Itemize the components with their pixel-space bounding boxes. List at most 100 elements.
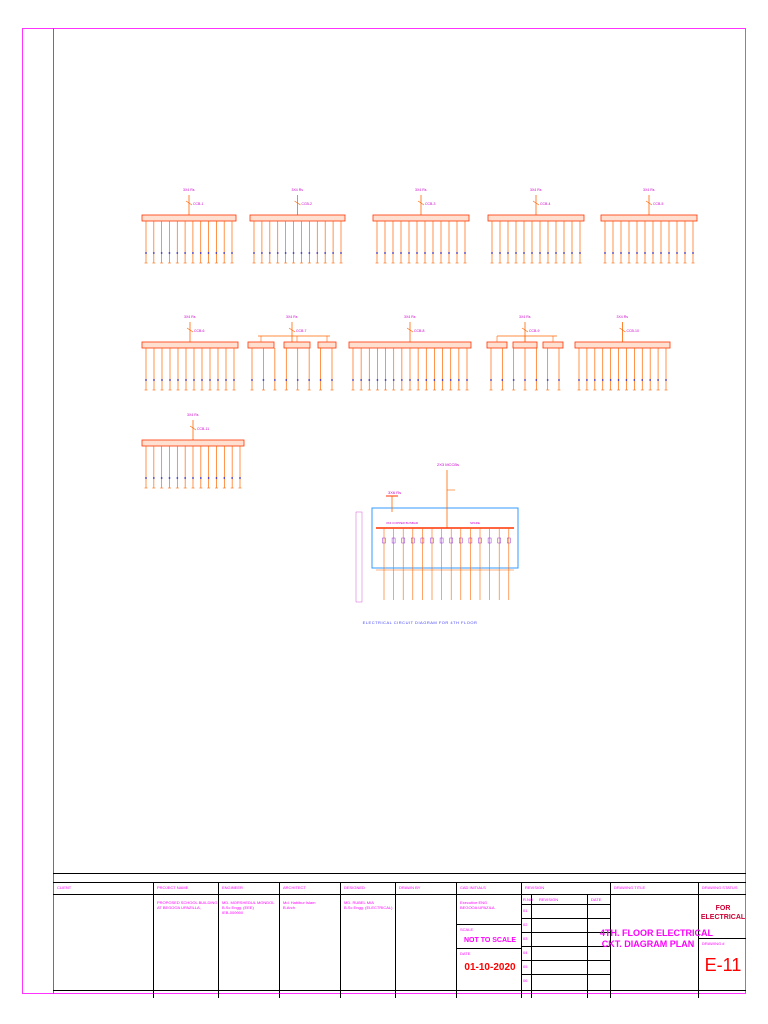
- tb-divider: [340, 882, 341, 998]
- circuit-breaker-mark: [668, 252, 670, 254]
- breaker-mark: [185, 200, 193, 206]
- tb-rev-row-line: [521, 960, 610, 961]
- tb-rev-desc-header: REVISION: [539, 897, 559, 902]
- circuit-breaker-mark: [433, 379, 436, 381]
- main-db-breaker: [468, 537, 473, 544]
- main-db-box: [371, 507, 519, 569]
- tb-designed-value: MD. RUBEL MIA B.Sc Engg. (ELECTRICAL): [344, 900, 393, 910]
- breaker-mark: [619, 327, 626, 333]
- circuit-breaker-mark: [285, 379, 288, 381]
- breaker-mark: [186, 327, 194, 333]
- busbar: [487, 214, 585, 222]
- main-db-breaker: [391, 537, 396, 544]
- panel-feed-label: 3X4 Rs: [184, 315, 196, 319]
- tb-architect-value: Md. Habibur Islam B.Arch: [283, 900, 316, 910]
- circuit-breaker-mark: [185, 379, 187, 381]
- tb-line: [456, 924, 521, 925]
- circuit-breaker-mark: [641, 379, 644, 381]
- main-db-breaker: [497, 537, 501, 544]
- circuit-breaker-mark: [665, 379, 667, 381]
- circuit-breaker-mark: [215, 477, 218, 479]
- main-db-incoming-label: 2X3 MCCBs: [437, 462, 459, 467]
- circuit-breaker-mark: [424, 252, 426, 254]
- circuit-breaker-mark: [201, 379, 203, 381]
- circuit-breaker-mark: [153, 379, 155, 381]
- panel-feed-label: 3X4 Rs: [643, 188, 655, 192]
- tb-rev-row-line: [521, 904, 610, 905]
- panel-label: CCB-10: [627, 329, 640, 333]
- drawing-status-value: FOR ELECTRICAL: [700, 905, 746, 921]
- circuit-breaker-mark: [169, 379, 171, 381]
- tb-rev-row-number: 04: [523, 950, 528, 955]
- circuit-breaker-mark: [168, 477, 171, 479]
- circuit-breaker-mark: [652, 252, 654, 254]
- drawing-title: 4TH. FLOOR ELECTRICAL CKT. DIAGRAM PLAN: [600, 928, 713, 949]
- circuit-breaker-mark: [145, 477, 147, 479]
- circuit-breaker-mark: [193, 379, 195, 381]
- circuit-breaker-mark: [152, 477, 155, 479]
- tb-rev-date-header: DATE: [591, 897, 602, 902]
- circuit-breaker-mark: [319, 379, 322, 381]
- panel-label: CCB-5: [653, 202, 664, 206]
- circuit-breaker-mark: [612, 252, 614, 254]
- panel-label: CCB-11: [197, 427, 209, 431]
- panel-feed-label: 3X4 Rs: [187, 413, 199, 417]
- circuit-breaker-mark: [352, 379, 354, 381]
- circuit-breaker-mark: [332, 252, 334, 254]
- circuit-breaker-mark: [501, 379, 504, 381]
- circuit-breaker-mark: [586, 379, 588, 381]
- tb-rev-row-number: 01: [523, 908, 528, 913]
- circuit-breaker-mark: [440, 252, 442, 254]
- tb-date-header: DATE: [460, 951, 471, 956]
- busbar: [372, 214, 470, 222]
- tb-bottom-line: [53, 990, 746, 991]
- panel-label: CCB-3: [425, 202, 436, 206]
- tb-rev-row-line: [521, 974, 610, 975]
- busbar: [141, 439, 245, 447]
- circuit-breaker-mark: [231, 252, 233, 254]
- circuit-breaker-mark: [571, 252, 573, 254]
- panel-feed-label: 3X4 Rs: [183, 188, 195, 192]
- panel-feed-label: 3X4 Rs: [519, 315, 531, 319]
- circuit-breaker-mark: [625, 379, 628, 381]
- busbar: [574, 341, 671, 349]
- circuit-breaker-mark: [416, 252, 418, 254]
- main-db-breaker: [459, 537, 463, 544]
- tb-revision-header: REVISION: [525, 885, 545, 890]
- circuit-breaker-mark: [300, 252, 303, 254]
- circuit-breaker-mark: [392, 252, 394, 254]
- circuit-breaker-mark: [490, 379, 492, 381]
- circuit-breaker-mark: [432, 252, 434, 254]
- main-db-breaker: [439, 537, 444, 544]
- circuit-breaker-mark: [692, 252, 694, 254]
- circuit-breaker-mark: [384, 379, 387, 381]
- circuit-breaker-mark: [268, 252, 271, 254]
- circuit-breaker-mark: [579, 252, 581, 254]
- circuit-breaker-mark: [145, 379, 147, 381]
- circuit-breaker-mark: [176, 252, 179, 254]
- panel-label: CCB-9: [529, 329, 540, 333]
- tb-drawn-header: DRAWN BY: [399, 885, 421, 890]
- circuit-breaker-mark: [199, 252, 202, 254]
- title-block: CLIENT PROJECT NAME PROPOSED SCHOOL BUIL…: [53, 873, 746, 998]
- circuit-breaker-mark: [644, 252, 646, 254]
- circuit-breaker-mark: [392, 379, 395, 381]
- panel-label: CCB-7: [296, 329, 307, 333]
- main-db-breaker: [430, 537, 434, 544]
- circuit-breaker-mark: [160, 252, 163, 254]
- circuit-breaker-mark: [578, 379, 580, 381]
- tb-project-header: PROJECT NAME: [157, 885, 189, 890]
- panel-feed-label: 3X4 Rs: [530, 188, 542, 192]
- circuit-breaker-mark: [331, 379, 333, 381]
- busbar: [542, 341, 564, 349]
- circuit-breaker-mark: [239, 477, 241, 479]
- circuit-breaker-mark: [563, 252, 565, 254]
- circuit-breaker-mark: [324, 252, 327, 254]
- breaker-mark: [406, 327, 414, 333]
- panel-label: CCB-2: [302, 202, 313, 206]
- circuit-breaker-mark: [360, 379, 363, 381]
- circuit-breaker-mark: [449, 379, 452, 381]
- tb-divider: [456, 882, 457, 998]
- busbar: [283, 341, 311, 349]
- tb-line: [456, 948, 521, 949]
